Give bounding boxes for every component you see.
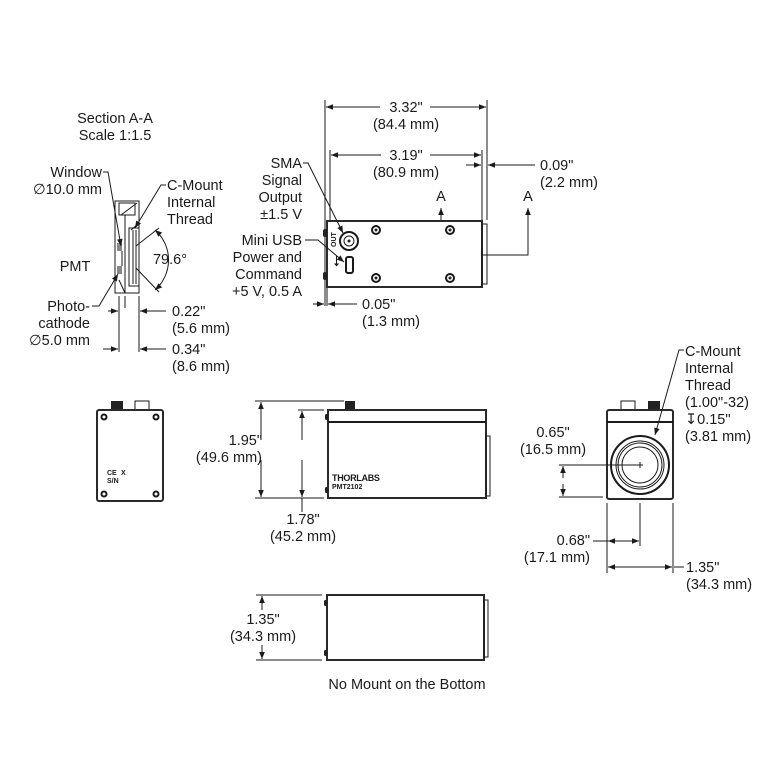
photocathode-label: Photo- — [47, 299, 90, 315]
center-height-065: 0.65" — [536, 425, 569, 441]
window-label: Window — [50, 165, 102, 181]
sma-label-4: ±1.5 V — [260, 207, 302, 223]
center-offset-171mm: (17.1 mm) — [524, 550, 590, 566]
usb-symbol-icon: ⭠ — [328, 255, 344, 267]
side-view-body — [327, 409, 487, 499]
usb-port-icon[interactable] — [345, 256, 354, 274]
height-496mm: (49.6 mm) — [196, 450, 262, 466]
front-view-body — [606, 409, 674, 500]
height-452mm: (45.2 mm) — [270, 529, 336, 545]
bottom-height-135: 1.35" — [246, 612, 279, 628]
section-cmount-label-2: Internal — [167, 195, 215, 211]
model-label: PMT2102 — [332, 484, 362, 491]
section-marker-a-right: A — [523, 189, 533, 205]
section-dim-86mm: (8.6 mm) — [172, 359, 230, 375]
photocathode-diameter: ∅5.0 mm — [29, 333, 90, 349]
sma-label: SMA — [271, 156, 303, 172]
usb-label-2: Power and — [233, 250, 302, 266]
brand-logo: THORLABS — [332, 473, 380, 483]
front-cmount-label: C-Mount — [685, 344, 741, 360]
window-diameter: ∅10.0 mm — [33, 182, 102, 198]
center-height-165mm: (16.5 mm) — [520, 442, 586, 458]
front-cmount-label-2: Internal — [685, 361, 733, 377]
thread-depth-mm: (3.81 mm) — [685, 429, 751, 445]
back-view: CE X S/N — [96, 400, 164, 502]
section-view: Section A-A Scale 1:1.5 Window ∅10.0 mm … — [29, 111, 230, 375]
front-view: C-Mount Internal Thread (1.00"-32) ↧0.15… — [520, 344, 752, 593]
thread-spec: (1.00"-32) — [685, 395, 749, 411]
section-cmount-label: C-Mount — [167, 178, 223, 194]
section-cmount-label-3: Thread — [167, 212, 213, 228]
sma-connector-icon[interactable] — [339, 231, 359, 251]
bottom-view: 1.35" (34.3 mm) No Mount on the Bottom — [230, 594, 489, 693]
sma-label-2: Signal — [262, 173, 302, 189]
top-view-body — [326, 220, 483, 288]
pmt-label: PMT — [60, 259, 91, 275]
side-view: THORLABS PMT2102 1.95" (49.6 mm) 1.78" (… — [196, 400, 491, 545]
sma-label-3: Output — [258, 190, 302, 206]
section-scale: Scale 1:1.5 — [79, 128, 152, 144]
usb-label-4: +5 V, 0.5 A — [232, 284, 302, 300]
back-view-body — [96, 409, 164, 502]
length-809mm: (80.9 mm) — [373, 165, 439, 181]
lip-22mm: (2.2 mm) — [540, 175, 598, 191]
out-tag: OUT — [331, 232, 338, 248]
screw-icon — [371, 225, 455, 283]
length-844mm: (84.4 mm) — [373, 117, 439, 133]
bottom-height-343mm: (34.3 mm) — [230, 629, 296, 645]
width-135: 1.35" — [686, 560, 719, 576]
usb-label-3: Command — [235, 267, 302, 283]
usb-label: Mini USB — [242, 233, 302, 249]
width-343mm: (34.3 mm) — [686, 577, 752, 593]
section-dim-034: 0.34" — [172, 342, 205, 358]
height-195: 1.95" — [229, 433, 262, 449]
photocathode-label-2: cathode — [38, 316, 90, 332]
section-body — [114, 200, 140, 294]
section-title: Section A-A — [77, 111, 153, 127]
bottom-caption: No Mount on the Bottom — [328, 677, 485, 693]
section-dim-022: 0.22" — [172, 304, 205, 320]
front-cmount-label-3: Thread — [685, 378, 731, 394]
length-332: 3.32" — [389, 100, 422, 116]
thread-depth: ↧0.15" — [685, 412, 731, 428]
section-dim-56mm: (5.6 mm) — [172, 321, 230, 337]
ce-mark: CE — [107, 470, 117, 477]
lip-009: 0.09" — [540, 158, 573, 174]
section-marker-a-left: A — [436, 189, 446, 205]
height-178: 1.78" — [286, 512, 319, 528]
bottom-view-body — [326, 594, 485, 661]
weee-mark: X — [121, 470, 126, 477]
center-offset-068: 0.68" — [557, 533, 590, 549]
angle-label: 79.6° — [153, 252, 187, 268]
serial-tag: S/N — [107, 478, 119, 485]
flange-005: 0.05" — [362, 297, 395, 313]
length-319: 3.19" — [389, 148, 422, 164]
flange-13mm: (1.3 mm) — [362, 314, 420, 330]
screw-icon — [100, 413, 160, 498]
top-view: 3.32" (84.4 mm) 3.19" (80.9 mm) 0.09" (2… — [232, 100, 598, 330]
